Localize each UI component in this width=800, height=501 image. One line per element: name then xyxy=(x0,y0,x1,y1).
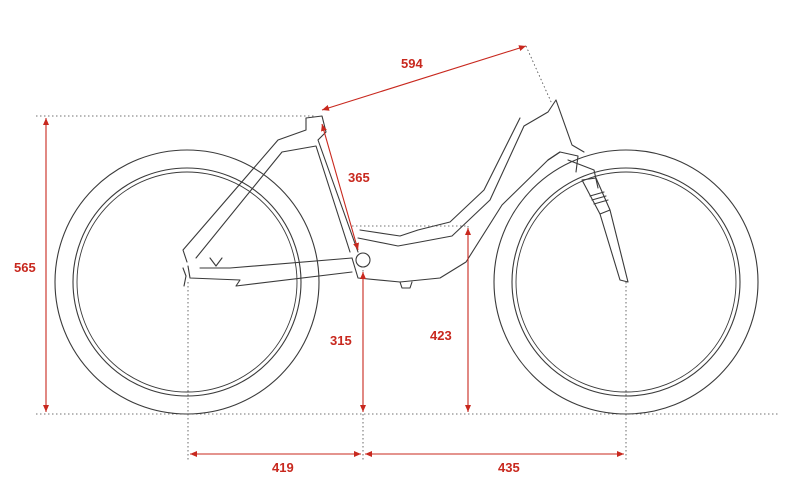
standover-label: 423 xyxy=(430,328,452,343)
top-tube-label: 594 xyxy=(401,56,423,71)
top-tube-arrow xyxy=(321,45,527,111)
chainstay-label: 419 xyxy=(272,460,294,475)
seat-tube-label: 365 xyxy=(348,170,370,185)
front-center-label: 435 xyxy=(498,460,520,475)
bb-height-label: 315 xyxy=(330,333,352,348)
bike-frame xyxy=(182,99,585,289)
dimension-arrows xyxy=(43,45,624,457)
dimension-labels: 594 365 565 315 423 419 435 xyxy=(14,56,520,475)
fork xyxy=(547,151,629,283)
rear-wheel xyxy=(54,149,320,415)
seat-tube-arrow xyxy=(321,123,359,251)
overall-height-label: 565 xyxy=(14,260,36,275)
